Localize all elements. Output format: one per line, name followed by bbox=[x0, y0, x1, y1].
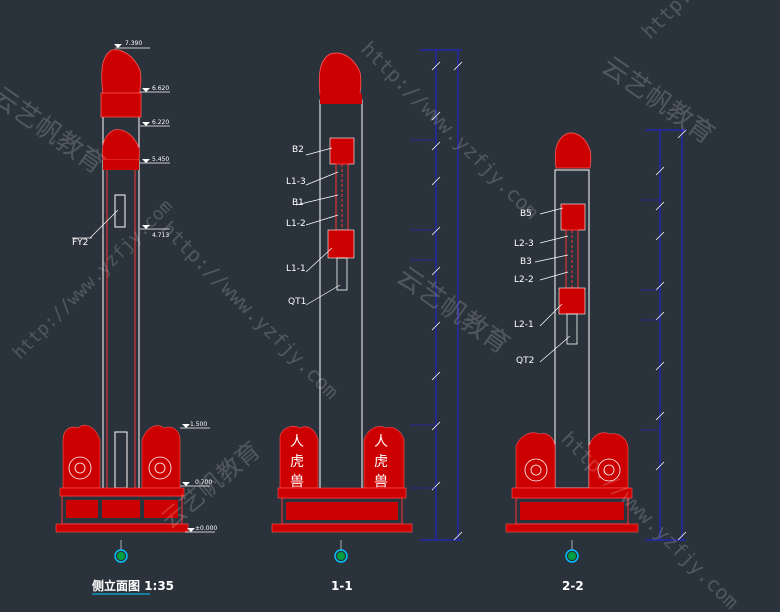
label-l2-2: L2-2 bbox=[514, 275, 534, 285]
plinth-panel-mid bbox=[102, 500, 140, 518]
section2-left-medallion bbox=[524, 458, 548, 482]
section1-plinth-foot bbox=[271, 523, 413, 533]
axis-marker-3 bbox=[565, 549, 579, 563]
right-ornament-medallion-inner bbox=[154, 462, 166, 474]
level-0000: ±0.000 bbox=[195, 525, 217, 532]
section2-plinth-panel bbox=[520, 502, 624, 520]
label-b1: B1 bbox=[292, 198, 304, 208]
label-b2: B2 bbox=[292, 145, 304, 155]
plinth-top bbox=[59, 487, 185, 497]
left-ornament-medallion bbox=[68, 456, 92, 480]
side-elevation-drawing: 7.390 6.620 6.220 5.450 4.713 1.500 0.70… bbox=[55, 40, 217, 595]
section2-title: 2-2 bbox=[562, 579, 584, 593]
section2-left-ornament bbox=[515, 432, 556, 489]
label-l1-2: L1-2 bbox=[286, 219, 306, 229]
member-l2-1 bbox=[558, 287, 586, 315]
level-6220: 6.220 bbox=[152, 119, 169, 126]
member-l1-1 bbox=[327, 229, 355, 259]
axis-marker-1-fill bbox=[117, 552, 125, 560]
side-elevation-title: 侧立面图 1:35 bbox=[92, 578, 174, 593]
member-qt1 bbox=[336, 257, 348, 291]
member-qt2 bbox=[566, 313, 578, 345]
left-ornament-statue bbox=[62, 425, 101, 489]
section1-plinth-panel bbox=[286, 502, 398, 520]
section1-leaders bbox=[295, 147, 341, 306]
statue-left-char-1: 人 bbox=[290, 434, 304, 450]
axis-marker-3-fill bbox=[568, 552, 576, 560]
lower-cap-band bbox=[103, 160, 139, 170]
section1-plinth-top bbox=[277, 487, 407, 499]
plinth-panel-left bbox=[66, 500, 98, 518]
level-5450: 5.450 bbox=[152, 156, 169, 163]
label-l2-1: L2-1 bbox=[514, 320, 534, 330]
level-marker-lines bbox=[115, 47, 215, 533]
section2-extension-lines bbox=[640, 199, 660, 431]
statue-left-char-3: 兽 bbox=[290, 474, 304, 490]
right-ornament-medallion bbox=[148, 456, 172, 480]
top-cap-block bbox=[100, 92, 142, 118]
axis-marker-2-fill bbox=[337, 552, 345, 560]
section1-right-statue bbox=[363, 426, 405, 489]
plaque-fy2 bbox=[114, 194, 126, 228]
label-qt2: QT2 bbox=[516, 356, 534, 366]
section1-title: 1-1 bbox=[331, 579, 353, 593]
member-b5 bbox=[560, 203, 586, 231]
top-cap-finial bbox=[101, 49, 142, 95]
section2-plinth-foot bbox=[505, 523, 639, 533]
section-1-drawing: B2 L1-3 B1 L1-2 L1-1 QT1 人 虎 兽 人 虎 兽 bbox=[271, 49, 463, 593]
section2-finial bbox=[554, 132, 592, 169]
member-b2 bbox=[329, 137, 355, 165]
label-l2-3: L2-3 bbox=[514, 239, 534, 249]
statue-right-char-2: 虎 bbox=[374, 454, 388, 470]
level-0700: 0.700 bbox=[195, 479, 212, 486]
label-b3: B3 bbox=[520, 257, 532, 267]
level-1500: 1.500 bbox=[190, 421, 207, 428]
plinth-panel-right bbox=[144, 500, 178, 518]
section1-cap-band bbox=[320, 94, 362, 104]
section-2-drawing: B5 L2-3 B3 L2-2 L2-1 QT2 bbox=[505, 129, 687, 593]
section1-extension-lines bbox=[410, 139, 436, 489]
label-b5: B5 bbox=[520, 209, 532, 219]
section2-right-medallion bbox=[597, 458, 621, 482]
level-marker-triangles bbox=[114, 44, 195, 532]
section1-finial bbox=[318, 52, 362, 96]
axis-marker-1 bbox=[114, 549, 128, 563]
section1-dimension-line bbox=[420, 49, 462, 541]
label-qt1: QT1 bbox=[288, 297, 306, 307]
section2-dimension-line bbox=[645, 129, 686, 541]
section1-dimension-ticks bbox=[431, 61, 463, 541]
level-7390: 7.390 bbox=[125, 40, 142, 47]
statue-right-char-3: 兽 bbox=[374, 474, 388, 490]
statue-left-char-2: 虎 bbox=[290, 454, 304, 470]
level-4713: 4.713 bbox=[152, 232, 169, 239]
label-l1-3: L1-3 bbox=[286, 177, 306, 187]
section1-left-statue bbox=[279, 426, 319, 489]
left-ornament-medallion-inner bbox=[74, 462, 86, 474]
axis-marker-2 bbox=[334, 549, 348, 563]
level-6620: 6.620 bbox=[152, 85, 169, 92]
section2-leaders bbox=[534, 207, 571, 363]
label-l1-1: L1-1 bbox=[286, 264, 306, 274]
label-fy2: FY2 bbox=[72, 238, 88, 248]
lower-cap-finial bbox=[102, 129, 140, 161]
section2-right-medallion-inner bbox=[603, 464, 615, 476]
section2-dimension-ticks bbox=[655, 129, 687, 541]
section2-left-medallion-inner bbox=[530, 464, 542, 476]
statue-right-char-1: 人 bbox=[374, 434, 388, 450]
fy2-leader bbox=[89, 209, 119, 239]
